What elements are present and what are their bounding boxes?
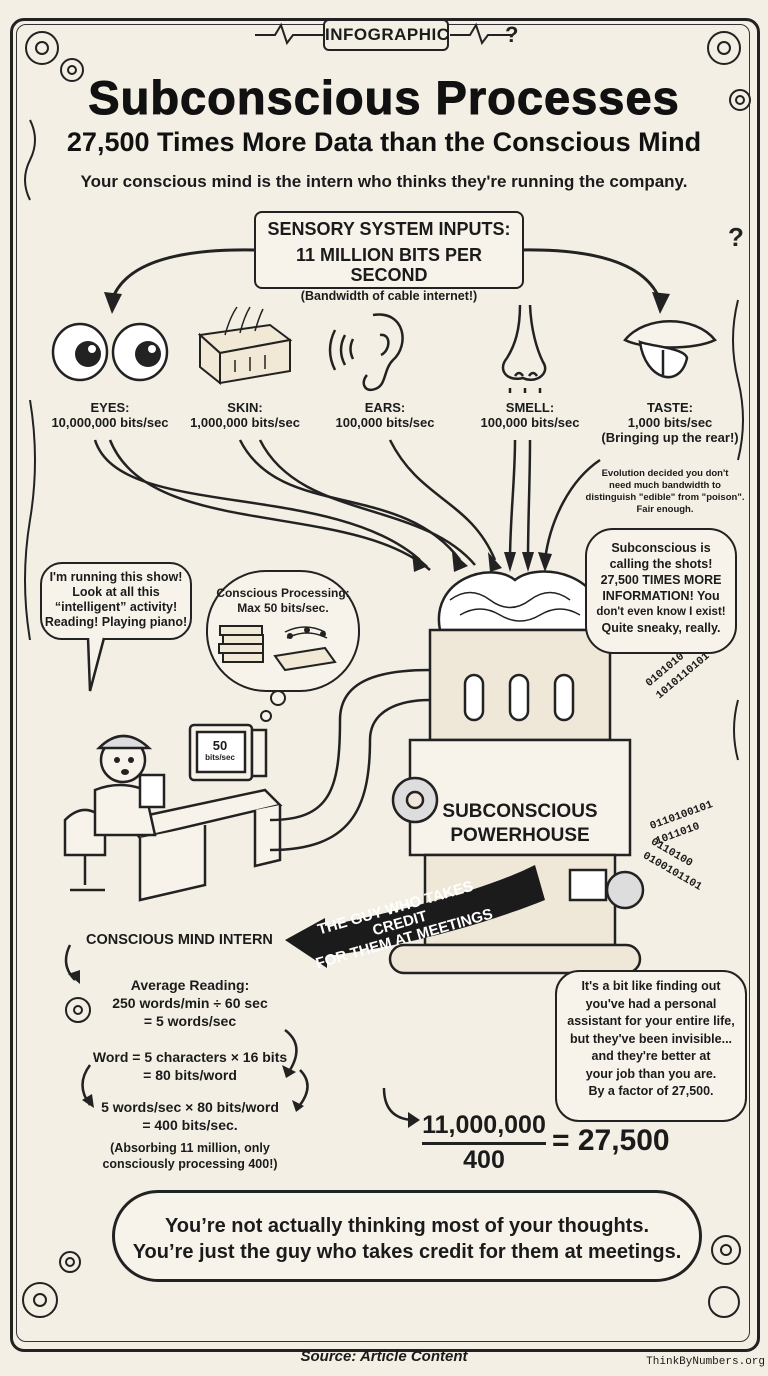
inputs-heading-1: SENSORY SYSTEM INPUTS:	[267, 219, 511, 239]
thought-dots	[260, 690, 286, 722]
fraction-numerator: 11,000,000	[422, 1111, 546, 1139]
inputs-note: (Bandwidth of cable internet!)	[300, 289, 478, 303]
intern-label: CONSCIOUS MIND INTERN	[86, 932, 273, 948]
infographic-tag: INFOGRAPHIC	[323, 19, 449, 51]
sense-smell: SMELL:100,000 bits/sec	[480, 400, 580, 430]
reading-calc: Average Reading: 250 words/min ÷ 60 sec …	[112, 977, 268, 1029]
speech-tail	[86, 637, 106, 692]
sense-ears: EARS:100,000 bits/sec	[335, 400, 435, 430]
eyes-icon	[51, 322, 169, 382]
gear-icon	[708, 1235, 741, 1318]
books-piano-icon	[218, 625, 337, 672]
intern-illustration	[63, 723, 283, 902]
gear-icon	[25, 31, 84, 82]
gear-icon	[707, 31, 751, 111]
fraction-denominator: 400	[463, 1146, 505, 1174]
calc-note: (Absorbing 11 million, only consciously …	[102, 1141, 278, 1171]
watermark: ThinkByNumbers.org	[646, 1356, 765, 1368]
source-credit: Source: Article Content	[300, 1348, 468, 1365]
nose-icon	[501, 304, 547, 393]
tagline: Your conscious mind is the intern who th…	[80, 172, 688, 191]
ear-icon	[328, 313, 404, 392]
sense-eyes: EYES:10,000,000 bits/sec	[51, 400, 169, 430]
word-calc: Word = 5 characters × 16 bits = 80 bits/…	[92, 1049, 288, 1083]
subconscious-machine-illustration	[388, 570, 645, 975]
credit-arrow-banner	[285, 865, 545, 968]
sense-skin: SKIN:1,000,000 bits/sec	[190, 400, 300, 430]
page-subtitle: 27,500 Times More Data than the Consciou…	[66, 127, 702, 157]
gear-icon	[22, 997, 91, 1318]
fraction-result: = 27,500	[552, 1124, 670, 1157]
conclusion-line-1: You’re not actually thinking most of you…	[164, 1215, 650, 1237]
conclusion-bubble: You’re not actually thinking most of you…	[112, 1190, 702, 1282]
sense-taste: TASTE:1,000 bits/sec(Bringing up the rea…	[601, 400, 739, 445]
fraction: 11,000,000 400	[420, 1110, 548, 1175]
skin-icon	[197, 306, 293, 385]
fraction-bar	[422, 1142, 546, 1145]
sensory-inputs-box: SENSORY SYSTEM INPUTS: 11 MILLION BITS P…	[254, 211, 524, 303]
intern-speech-bubble: I'm running this show!Look at all this“i…	[40, 562, 192, 640]
calc-arrows	[64, 944, 309, 1112]
conclusion-line-2: You’re just the guy who takes credit for…	[132, 1241, 682, 1263]
svg-text:?: ?	[505, 22, 518, 47]
mouth-icon	[623, 320, 717, 379]
inputs-heading-2: 11 MILLION BITS PER SECOND	[295, 245, 483, 285]
total-calc: 5 words/sec × 80 bits/word = 400 bits/se…	[101, 1099, 279, 1133]
fraction-arrow	[382, 1087, 420, 1128]
page-title: Subconscious Processes	[88, 71, 680, 125]
svg-text:?: ?	[728, 222, 744, 252]
